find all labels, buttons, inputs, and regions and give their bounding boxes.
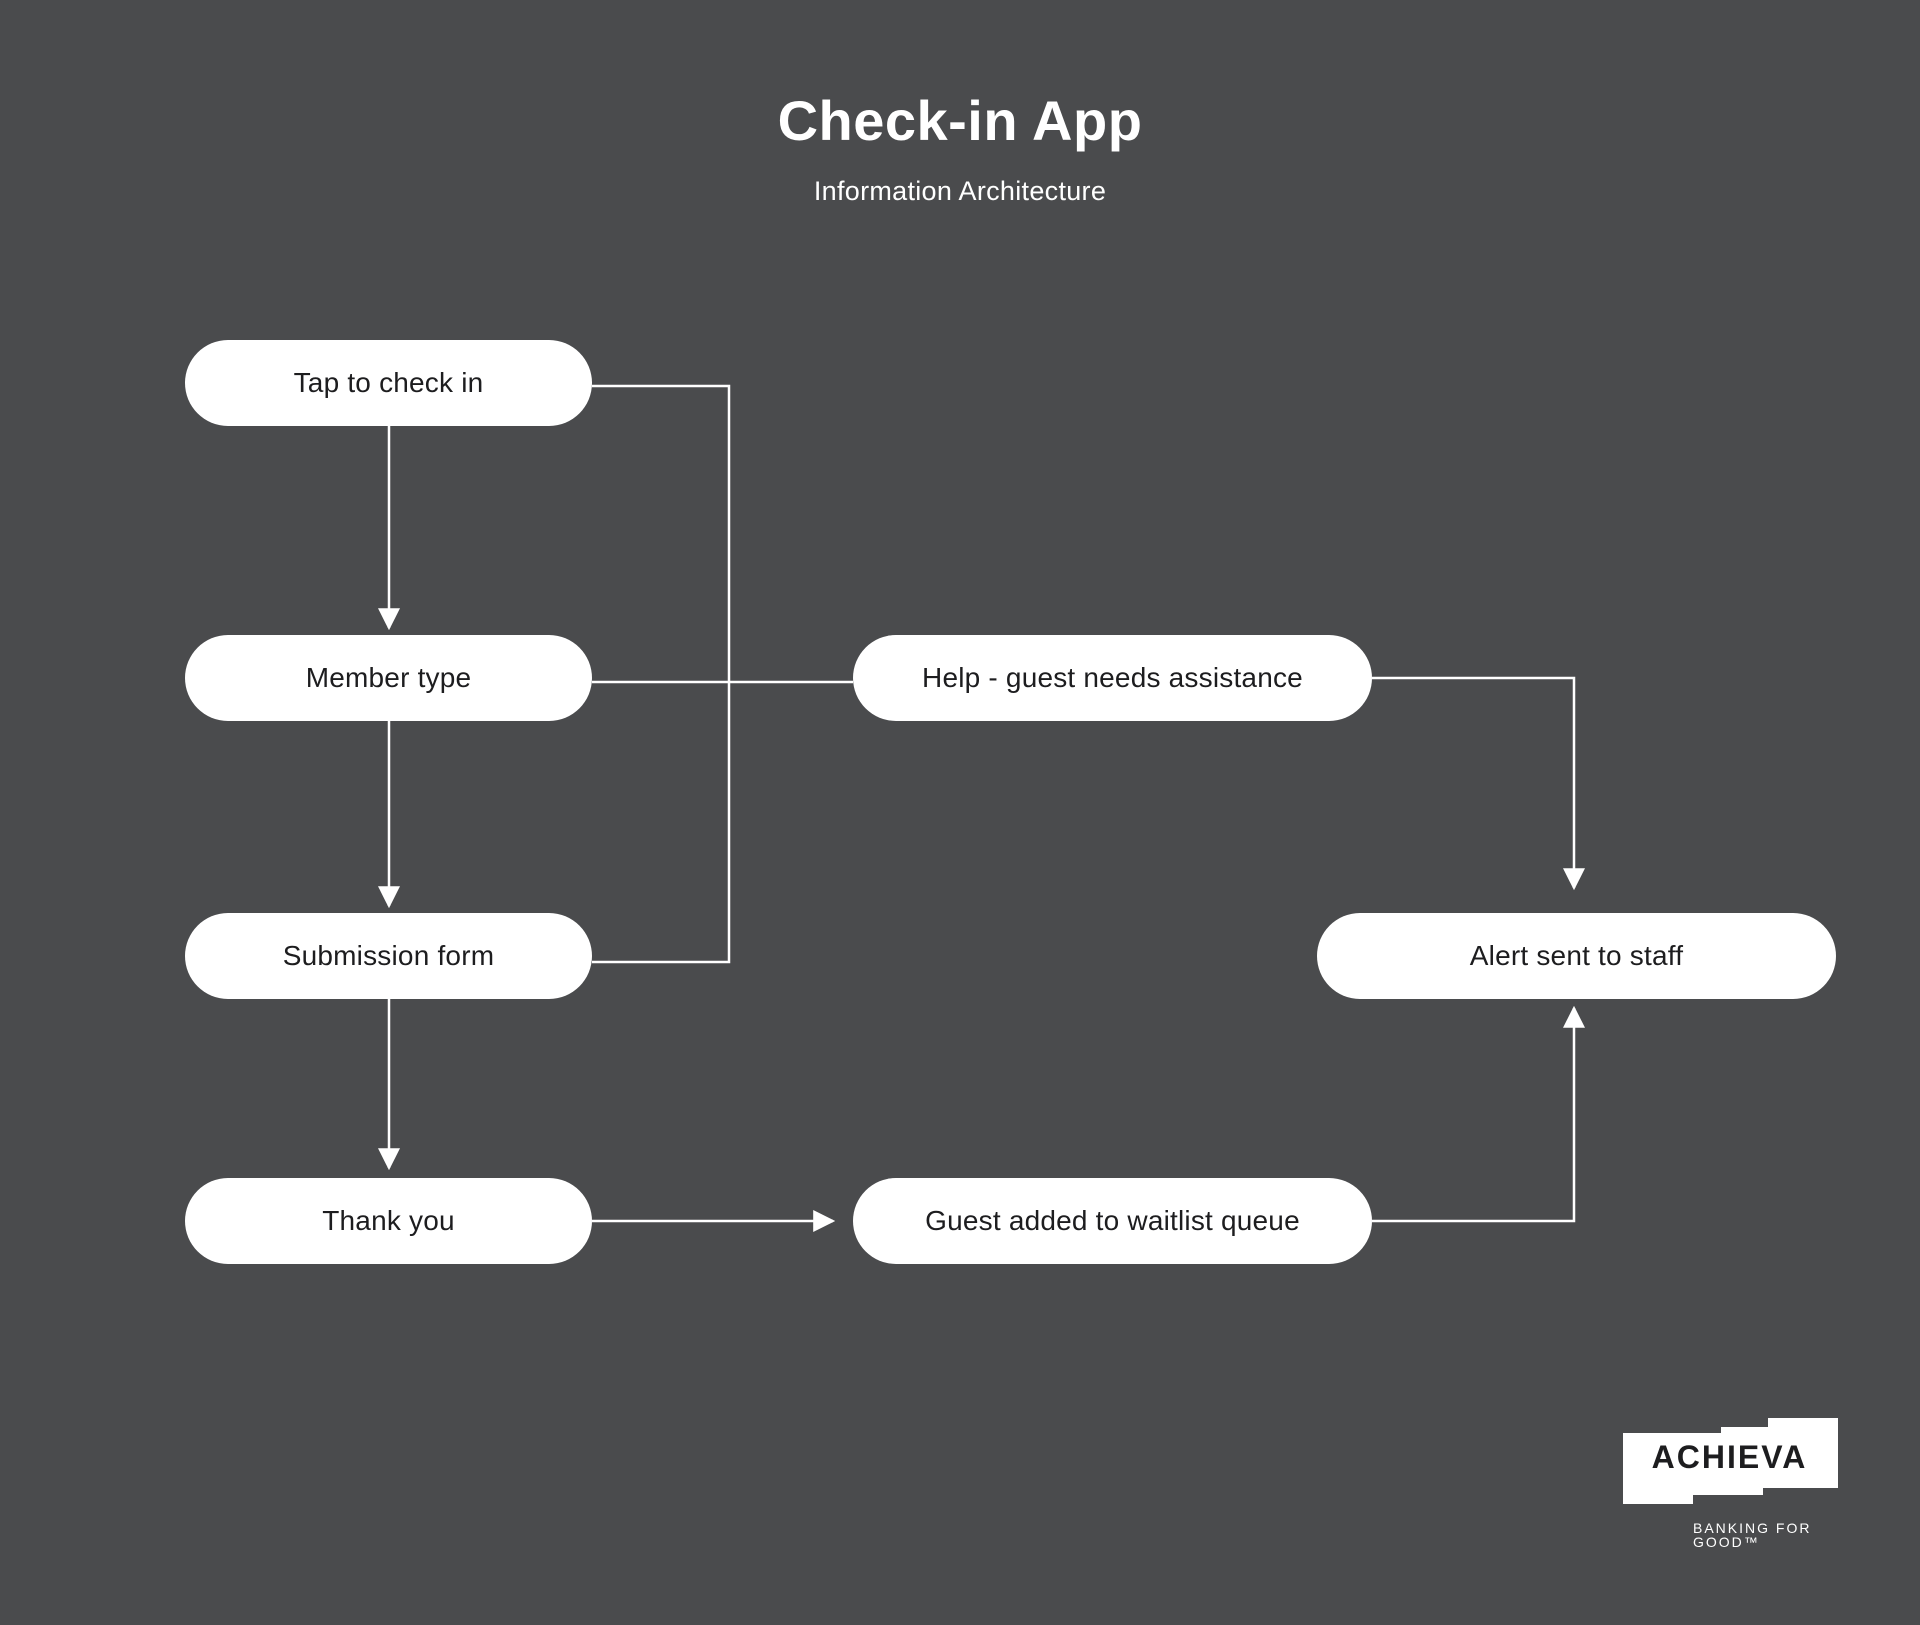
node-tap-to-check-in: Tap to check in bbox=[185, 340, 592, 426]
node-label: Help - guest needs assistance bbox=[922, 662, 1303, 693]
edge-help-to-alert bbox=[1372, 676, 1585, 891]
node-label: Member type bbox=[305, 662, 472, 693]
node-member-type: Member type bbox=[185, 635, 592, 721]
logo-tagline-line2: GOOD™ bbox=[1693, 1534, 1760, 1550]
node-alert-sent-to-staff: Alert sent to staff bbox=[1317, 913, 1836, 999]
diagram-title: Check-in App bbox=[777, 89, 1143, 152]
node-help-guest-needs-assistance: Help - guest needs assistance bbox=[853, 635, 1372, 721]
edge-guest-to-alert bbox=[1372, 1005, 1585, 1223]
logo-wordmark: ACHIEVA bbox=[1651, 1439, 1808, 1475]
logo-box-shape bbox=[1623, 1418, 1838, 1504]
node-label: Thank you bbox=[322, 1205, 455, 1236]
node-label: Alert sent to staff bbox=[1469, 940, 1684, 971]
node-label: Guest added to waitlist queue bbox=[925, 1205, 1300, 1236]
logo-tagline-line1: BANKING FOR bbox=[1693, 1520, 1812, 1536]
achieva-logo: ACHIEVA BANKING FOR GOOD™ bbox=[1623, 1418, 1838, 1549]
node-submission-form: Submission form bbox=[185, 913, 592, 999]
node-thank-you: Thank you bbox=[185, 1178, 592, 1264]
diagram-subtitle: Information Architecture bbox=[813, 176, 1107, 206]
node-guest-added-to-waitlist: Guest added to waitlist queue bbox=[853, 1178, 1372, 1264]
node-label: Submission form bbox=[282, 940, 495, 971]
logo-tagline: BANKING FOR GOOD™ bbox=[1693, 1521, 1843, 1549]
node-label: Tap to check in bbox=[293, 367, 484, 398]
edge-tap-bracket bbox=[592, 384, 731, 964]
